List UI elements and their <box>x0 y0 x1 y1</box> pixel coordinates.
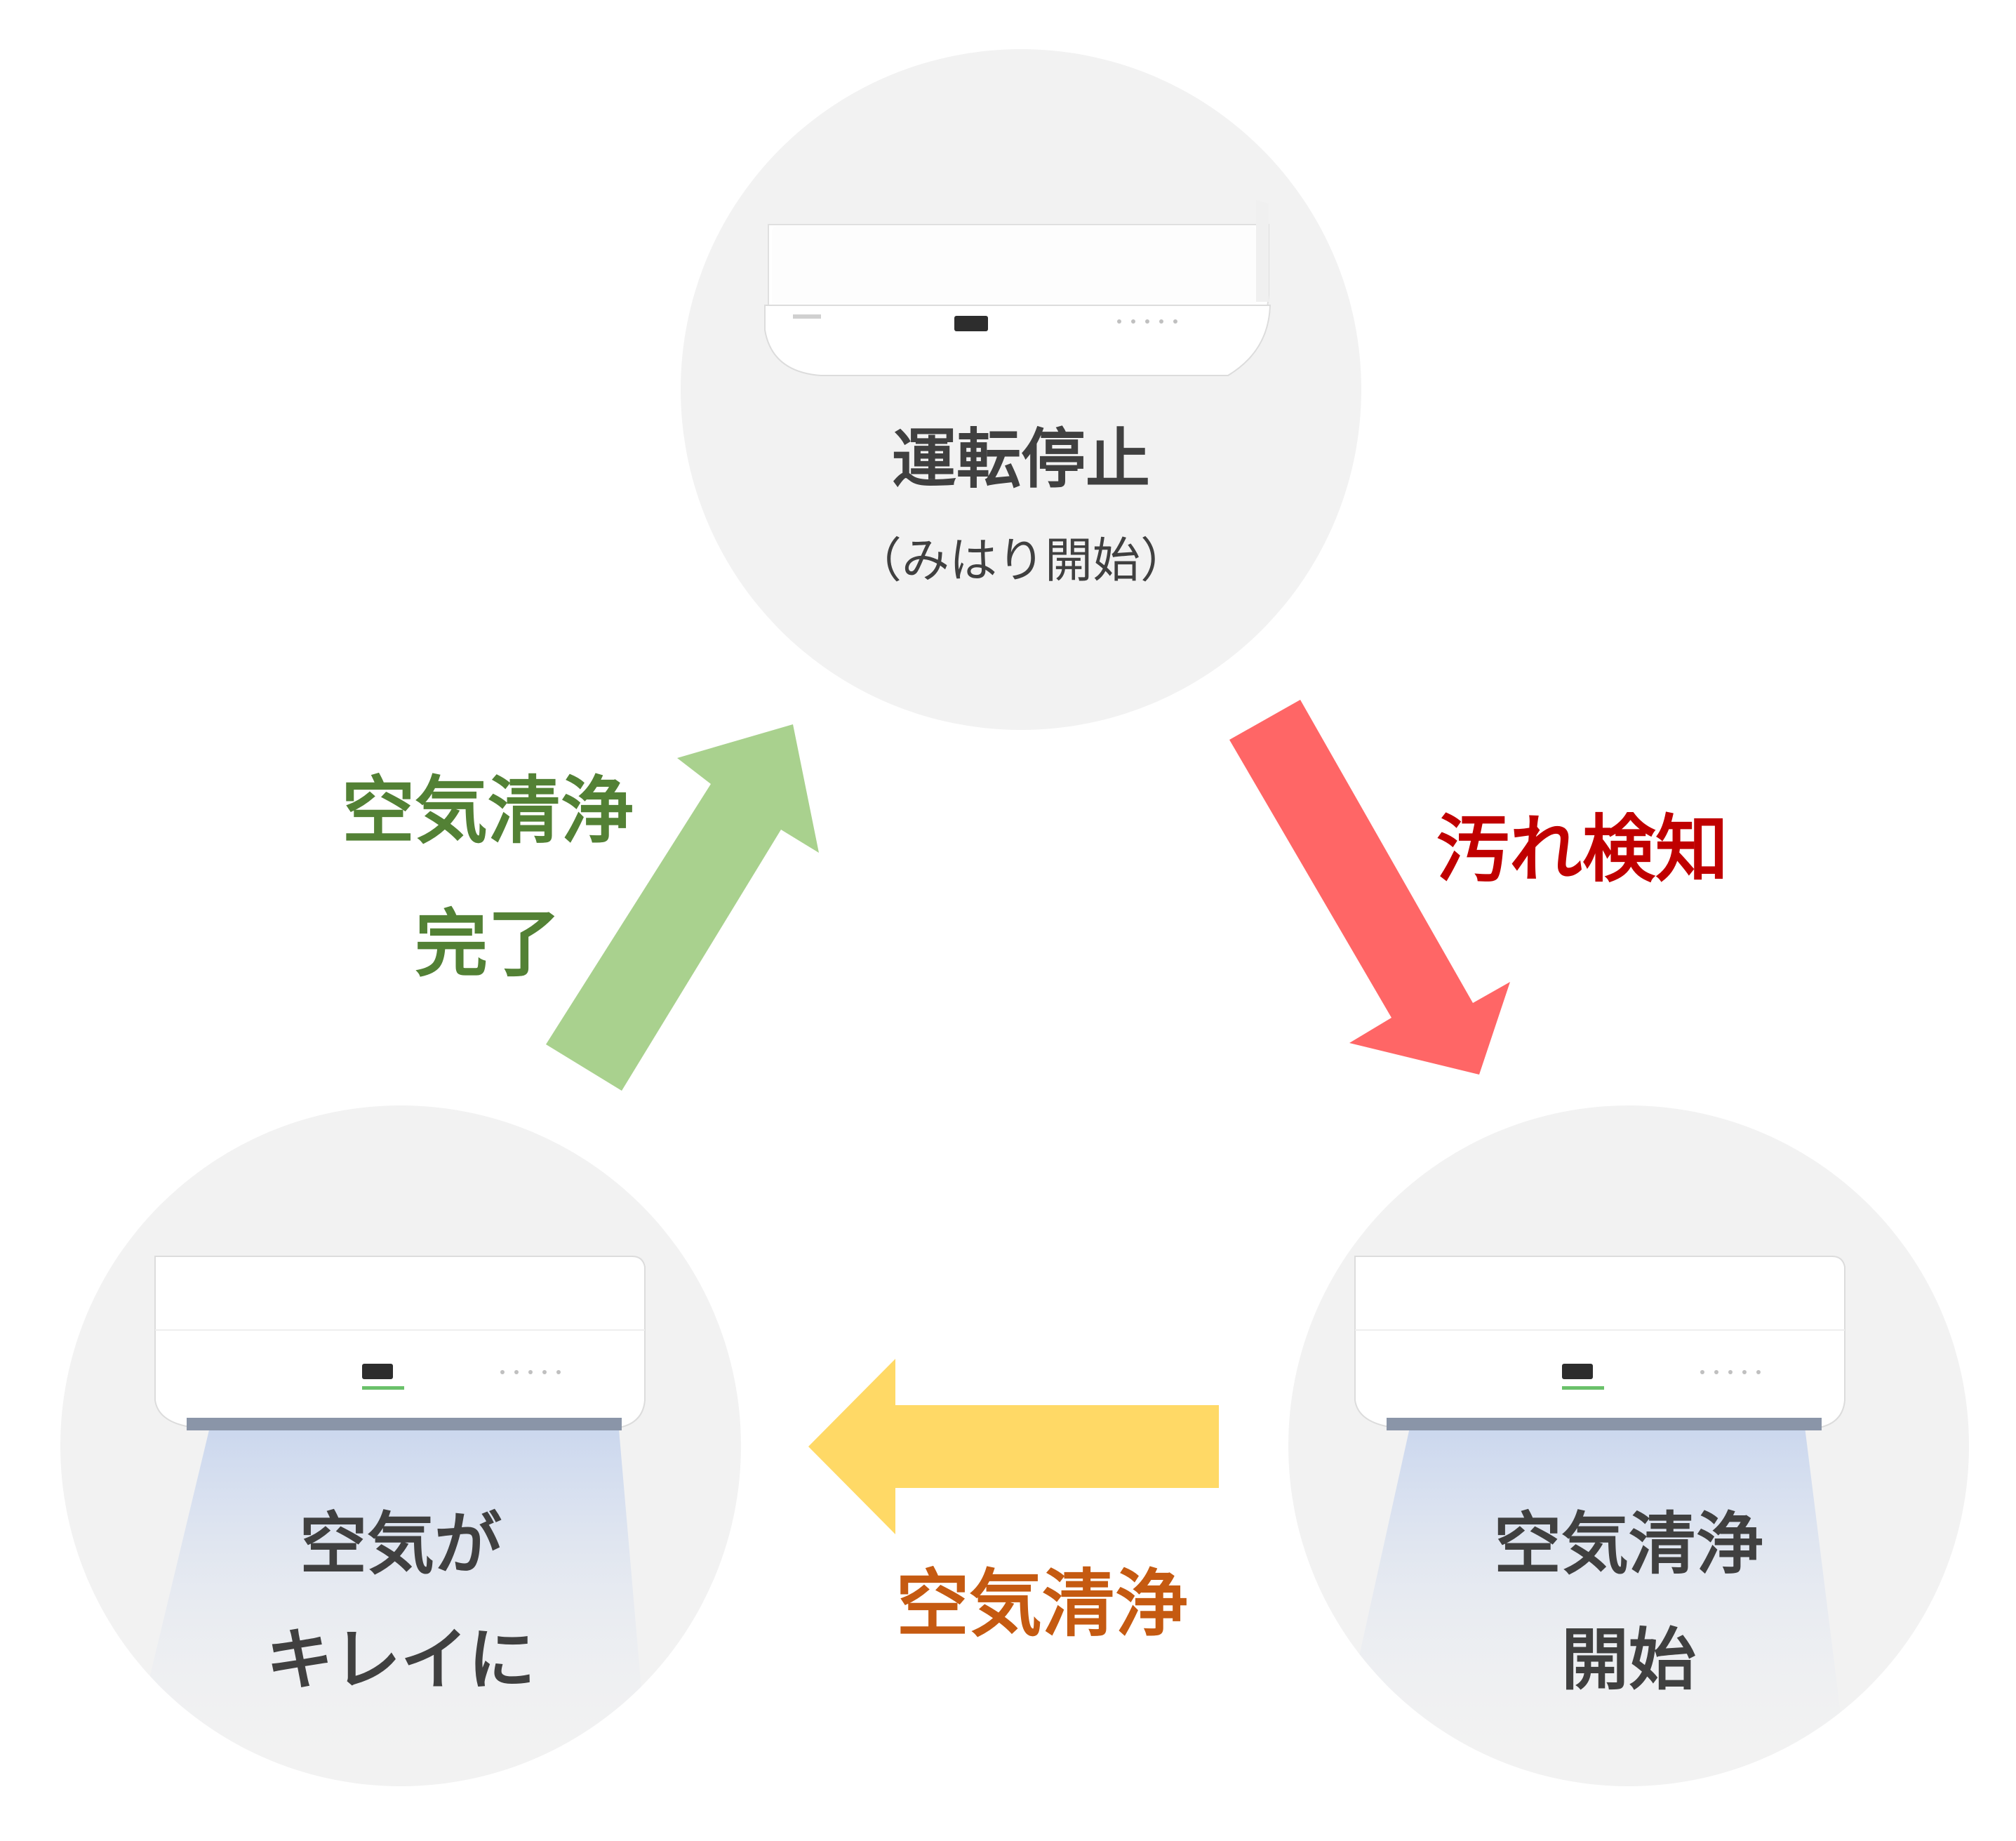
green-arrow-label-line2: 完了 <box>319 902 656 986</box>
node-left-line2: キレイに <box>60 1618 741 1702</box>
yellow-arrow <box>808 1359 1219 1534</box>
node-right-line1: 空気清浄 <box>1288 1502 1969 1586</box>
yellow-arrow-label: 空気清浄 <box>874 1562 1210 1646</box>
node-air-clean: 空気が キレイに <box>60 1105 741 1786</box>
node-left-line1: 空気が <box>60 1502 741 1586</box>
air-conditioner-icon <box>681 49 1361 730</box>
green-arrow-label-line1: 空気清浄 <box>319 769 656 853</box>
node-right-line2: 開始 <box>1288 1618 1969 1702</box>
node-top-subtitle: （みはり開始） <box>681 533 1361 590</box>
node-air-purify-start: 空気清浄 開始 <box>1288 1105 1969 1786</box>
node-operation-stopped: 運転停止 （みはり開始） <box>681 49 1361 730</box>
red-arrow-label: 汚れ検知 <box>1407 807 1758 891</box>
node-top-title: 運転停止 <box>681 421 1361 498</box>
